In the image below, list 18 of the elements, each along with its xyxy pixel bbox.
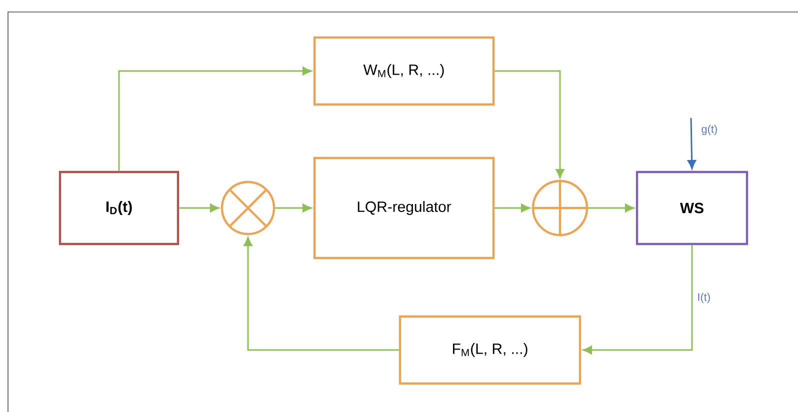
summing-circle (530, 178, 590, 238)
multiplier-circle (220, 180, 276, 236)
arrow (494, 204, 530, 212)
arrow (179, 204, 220, 212)
arrow (588, 204, 634, 212)
edge-label: g(t) (702, 124, 717, 136)
arrow (275, 204, 312, 212)
regulator-box: LQR-regulator (313, 156, 495, 260)
arrow (494, 70, 564, 178)
transfer-box: W$_{M}$(L, R, ...) (313, 36, 495, 106)
arrow (688, 118, 696, 170)
arrow (244, 236, 399, 351)
feedback-box: F$_{M}$(L, R, ...) (398, 315, 582, 385)
source-box: I$_{D}$(t) (58, 170, 180, 246)
arrow (118, 66, 312, 171)
arrow (582, 245, 693, 354)
edge-label: I(t) (698, 292, 710, 304)
system-box: WS (636, 170, 748, 246)
